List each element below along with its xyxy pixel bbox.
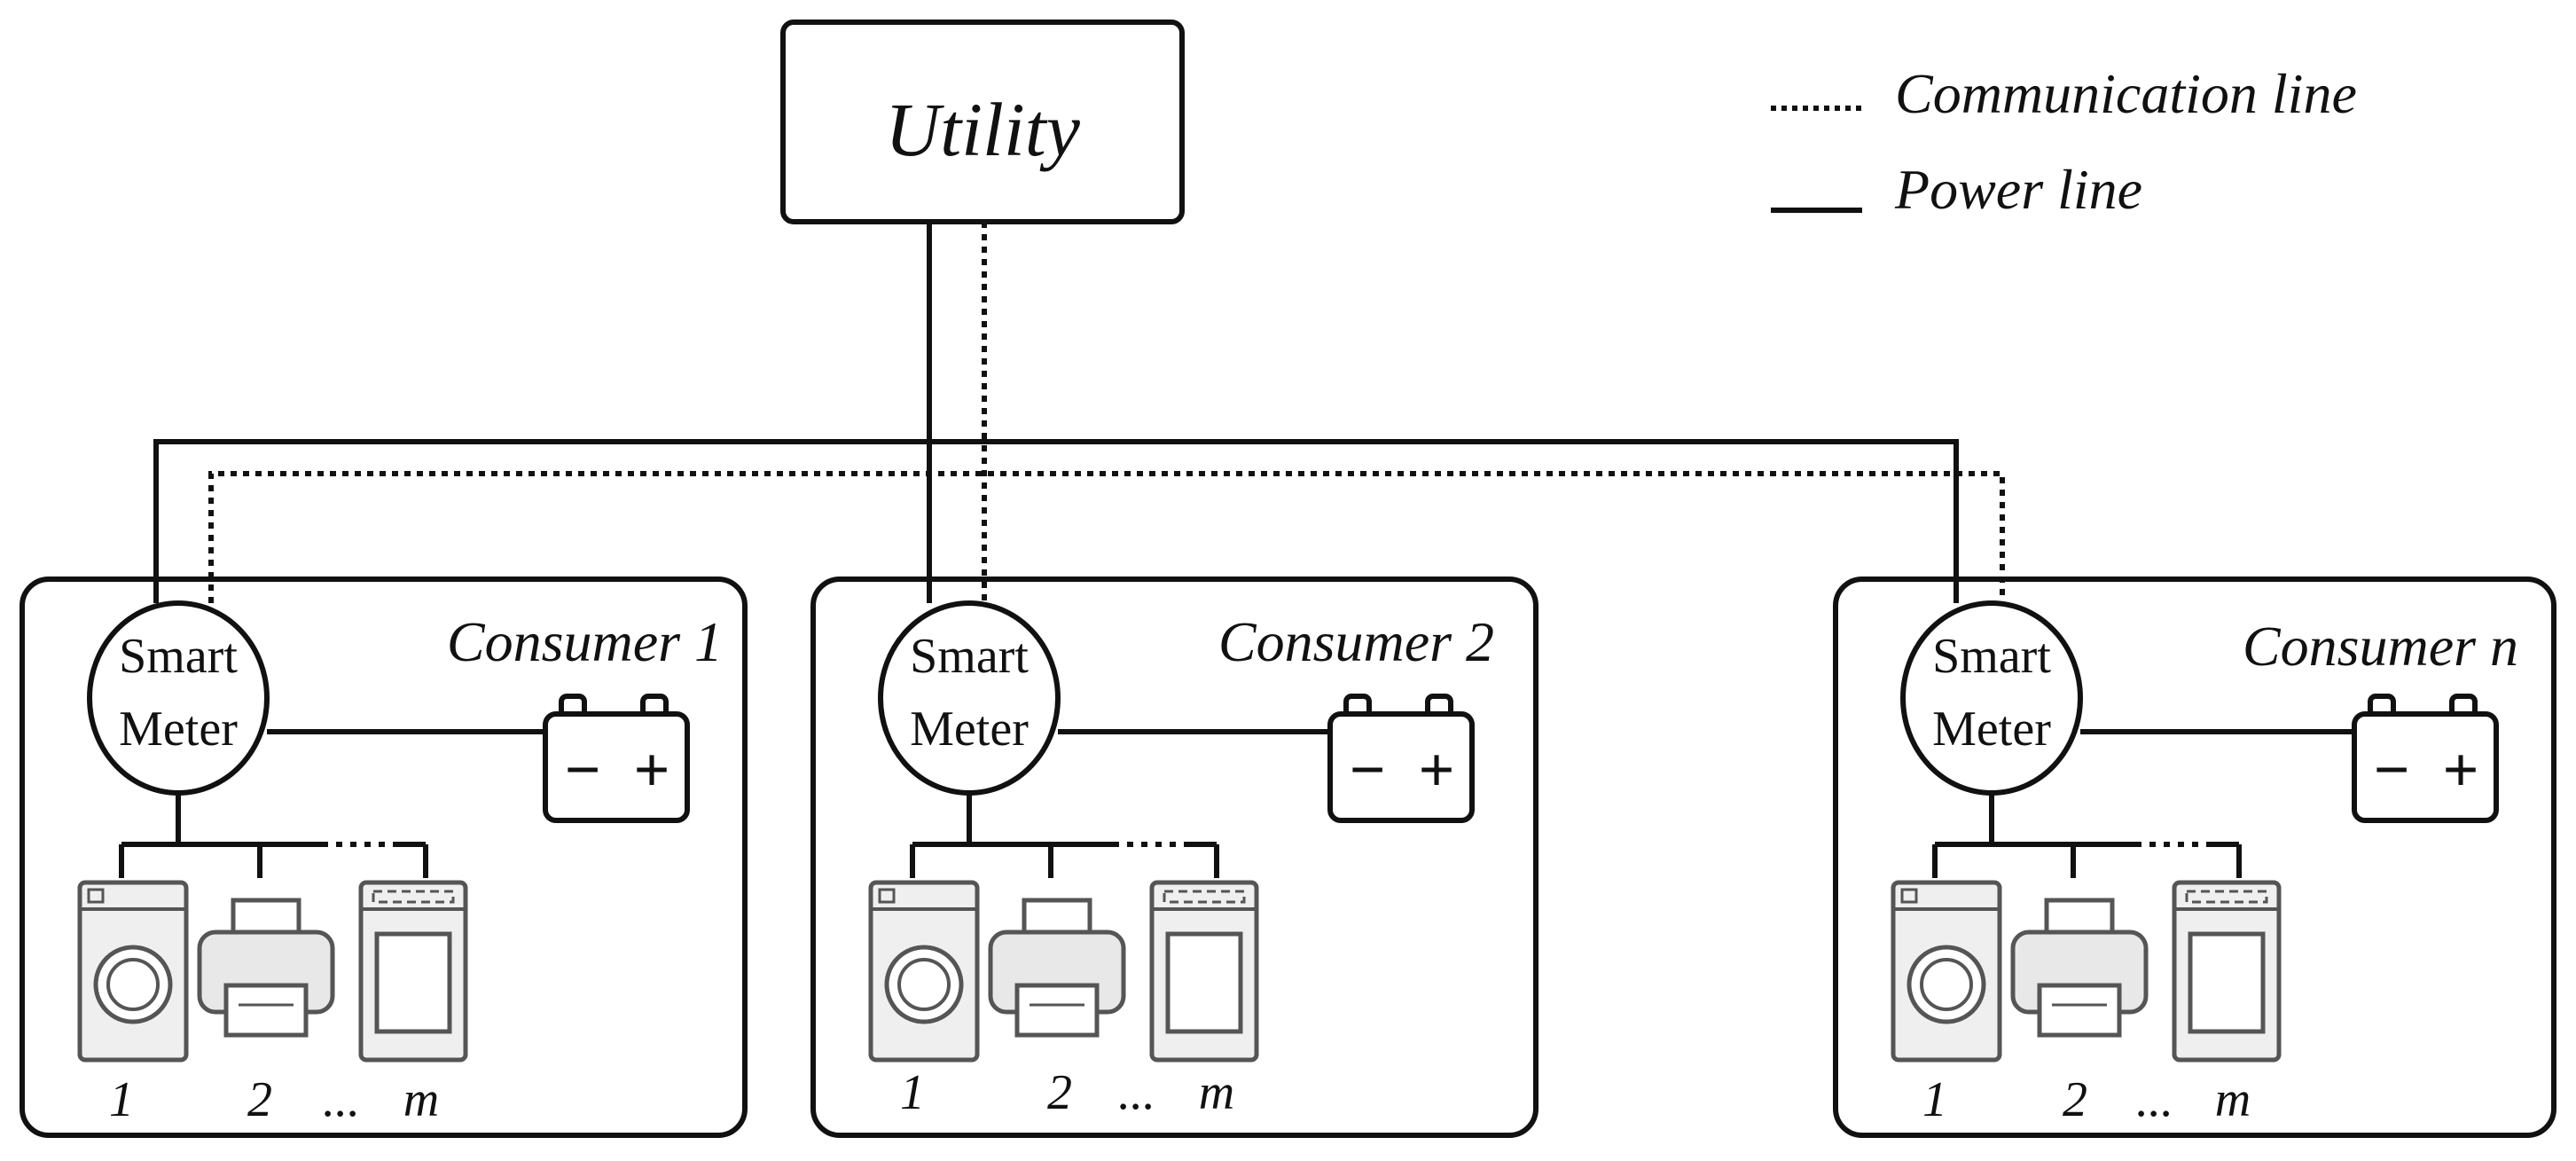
- legend-communication-label: Communication line: [1895, 62, 2357, 125]
- appliance-label-m: m: [403, 1072, 439, 1127]
- washing-machine-icon: [1891, 880, 2002, 1063]
- battery-icon: − +: [2352, 694, 2499, 823]
- comm-line-bus: [208, 471, 2005, 603]
- oven-knobs: [1163, 890, 1246, 904]
- consumer-panel-1: Consumer 1 Smart Meter − +: [20, 577, 748, 1138]
- appliance-label-m: m: [1199, 1065, 1234, 1120]
- utility-label: Utility: [885, 87, 1081, 172]
- printer-icon: [988, 898, 1126, 1038]
- washer-knob: [87, 888, 105, 904]
- smart-meter-label-line1: Smart: [910, 629, 1029, 684]
- oven-icon: [2172, 880, 2282, 1063]
- consumer-title: Consumer 2: [1218, 610, 1494, 673]
- smart-meter: Smart Meter: [1900, 600, 2083, 796]
- washer-knob: [878, 888, 896, 904]
- oven-icon: [1149, 880, 1259, 1063]
- battery-icon: − +: [543, 694, 690, 823]
- oven-door: [1165, 931, 1243, 1034]
- printer-paper-top: [1022, 898, 1092, 937]
- utility-node: Utility: [780, 20, 1185, 224]
- oven-door: [2188, 931, 2266, 1034]
- consumer-title: Consumer n: [2243, 615, 2518, 678]
- oven-knobs: [372, 890, 455, 904]
- oven-icon: [358, 880, 468, 1063]
- washing-machine-icon: [77, 880, 189, 1063]
- appliance-label-1: 1: [900, 1065, 925, 1120]
- smart-meter-label-line1: Smart: [119, 629, 238, 684]
- battery-plus-sign: +: [2442, 734, 2478, 805]
- smart-meter-label-line1: Smart: [1932, 629, 2051, 684]
- battery-plus-sign: +: [633, 734, 669, 805]
- appliance-bus: [119, 793, 428, 878]
- washer-door-inner: [1920, 958, 1973, 1011]
- consumer-box: [810, 577, 1539, 1138]
- battery-minus-sign: −: [2373, 734, 2409, 805]
- consumer-title: Consumer 1: [447, 610, 723, 673]
- printer-paper-out: [223, 983, 309, 1038]
- oven-knobs: [2185, 890, 2268, 904]
- appliance-label-2: 2: [1047, 1065, 1072, 1120]
- appliance-label-dots: ...: [323, 1072, 360, 1127]
- battery-body: [1327, 711, 1475, 823]
- battery-body: [2352, 711, 2499, 823]
- appliance-label-1: 1: [1922, 1072, 1947, 1127]
- appliance-label-2: 2: [2063, 1072, 2087, 1127]
- legend: Communication line Power line: [1771, 62, 2357, 221]
- printer-paper-out: [1014, 983, 1100, 1038]
- consumer-panel-2: Consumer 2 Smart Meter − +: [810, 577, 1539, 1138]
- appliance-label-1: 1: [109, 1072, 134, 1127]
- appliance-label-m: m: [2215, 1072, 2251, 1127]
- smart-meter-label-line2: Meter: [119, 702, 238, 757]
- battery-minus-sign: −: [1349, 734, 1385, 805]
- oven-door: [374, 931, 452, 1034]
- printer-icon: [2010, 898, 2149, 1038]
- smart-meter-label-line2: Meter: [910, 702, 1029, 757]
- consumer-box: [20, 577, 748, 1138]
- legend-power-label: Power line: [1894, 158, 2142, 221]
- printer-paper-top: [2044, 898, 2115, 937]
- battery-body: [543, 711, 690, 823]
- printer-icon: [197, 898, 335, 1038]
- power-line-bus: [153, 439, 1959, 603]
- washing-machine-icon: [868, 880, 980, 1063]
- appliance-bus: [910, 793, 1219, 878]
- appliance-label-dots: ...: [2136, 1072, 2173, 1127]
- consumer-panel-n: Consumer n Smart Meter − +: [1833, 577, 2556, 1138]
- battery-icon: − +: [1327, 694, 1475, 823]
- printer-paper-top: [231, 898, 301, 937]
- washer-door-inner: [106, 958, 160, 1011]
- printer-paper-out: [2037, 983, 2122, 1038]
- communication-lines: [208, 222, 2005, 603]
- washer-door-inner: [897, 958, 951, 1011]
- smart-meter: Smart Meter: [87, 600, 270, 796]
- consumer-box: [1833, 577, 2556, 1138]
- battery-minus-sign: −: [564, 734, 600, 805]
- battery-plus-sign: +: [1418, 734, 1454, 805]
- appliance-label-2: 2: [247, 1072, 272, 1127]
- smart-meter-label-line2: Meter: [1932, 702, 2051, 757]
- appliance-bus: [1932, 793, 2242, 878]
- power-lines: [153, 222, 1959, 603]
- smart-meter: Smart Meter: [878, 600, 1061, 796]
- washer-knob: [1900, 888, 1918, 904]
- appliance-label-dots: ...: [1118, 1065, 1155, 1120]
